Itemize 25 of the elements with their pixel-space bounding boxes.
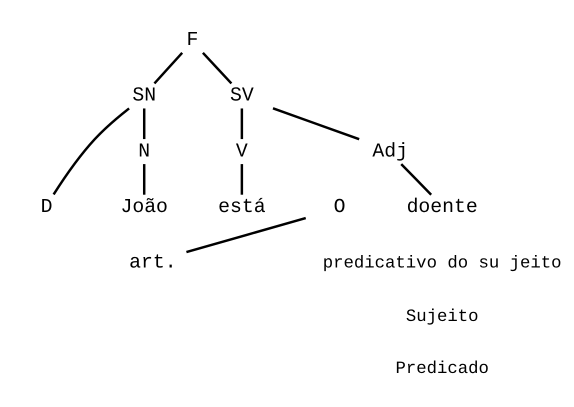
node-text: doente: [406, 196, 478, 218]
node-text: N: [138, 140, 150, 162]
node-text: F: [186, 29, 198, 52]
node-text: V: [236, 140, 248, 162]
connector: [240, 164, 244, 195]
connector: [400, 163, 432, 196]
node-text: SN: [132, 84, 156, 107]
connector: [142, 164, 146, 195]
node-text: João: [120, 196, 168, 218]
node-text: SV: [230, 84, 254, 107]
label: predicativo do su jeito: [322, 254, 562, 274]
node-text: art.: [129, 252, 177, 274]
connector: [154, 52, 184, 84]
connector: [272, 107, 360, 140]
node-text: O: [334, 196, 346, 218]
node-text: está: [218, 196, 266, 218]
connector: [186, 216, 306, 254]
connector: [202, 52, 232, 84]
connector: [142, 108, 146, 140]
label: Sujeito: [406, 308, 478, 328]
node-text: Adj: [372, 140, 408, 162]
label: Predicado: [395, 360, 489, 380]
connector: [52, 107, 130, 196]
node-text: D: [40, 196, 52, 218]
connector: [240, 108, 244, 140]
